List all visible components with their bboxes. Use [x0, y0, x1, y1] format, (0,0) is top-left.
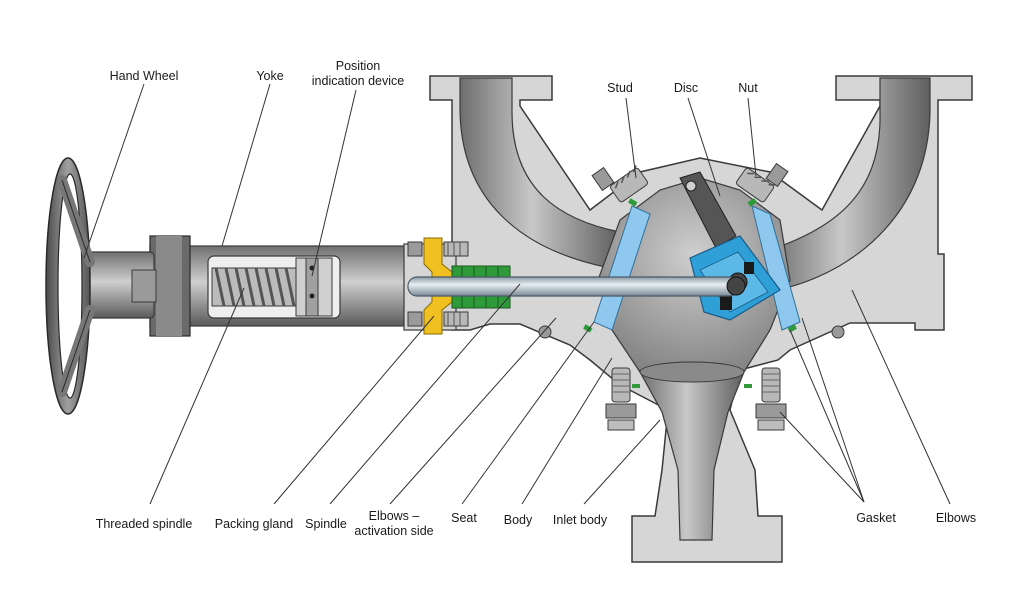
- labels: Hand Wheel Yoke Position indication devi…: [96, 59, 976, 538]
- stud-left-bottom: [605, 367, 637, 431]
- label-hand-wheel: Hand Wheel: [110, 69, 179, 83]
- label-seat: Seat: [451, 511, 477, 525]
- label-disc: Disc: [674, 81, 698, 95]
- inlet-body-cone: [638, 371, 745, 541]
- label-stud: Stud: [607, 81, 633, 95]
- stud-left-top: [591, 165, 648, 203]
- label-packing-gland: Packing gland: [215, 517, 294, 531]
- packing-top: [451, 265, 511, 279]
- label-elbows: Elbows: [936, 511, 976, 525]
- disc-arm: [679, 171, 737, 249]
- spindle-end: [726, 276, 746, 296]
- label-elbows-activation-line1: Elbows –: [369, 509, 420, 523]
- label-inlet-body: Inlet body: [553, 513, 608, 527]
- stud-right-bottom: [755, 367, 787, 431]
- label-body: Body: [504, 513, 533, 527]
- label-elbows-activation-line2: activation side: [354, 524, 433, 538]
- threaded-spindle: [211, 267, 297, 307]
- gland-studs: [407, 241, 469, 327]
- label-position-line1: Position: [336, 59, 381, 73]
- bolt-head: [831, 325, 845, 339]
- label-threaded-spindle: Threaded spindle: [96, 517, 193, 531]
- spindle-rod: [407, 276, 739, 297]
- hub-nut: [131, 269, 157, 303]
- label-yoke: Yoke: [256, 69, 283, 83]
- leader-lines: [83, 83, 951, 505]
- label-nut: Nut: [738, 81, 758, 95]
- hand-wheel: [45, 157, 95, 415]
- bolt-head: [538, 325, 552, 339]
- stud-right-top: [736, 162, 789, 203]
- label-position-line2: indication device: [312, 74, 404, 88]
- label-spindle: Spindle: [305, 517, 347, 531]
- label-gasket: Gasket: [856, 511, 896, 525]
